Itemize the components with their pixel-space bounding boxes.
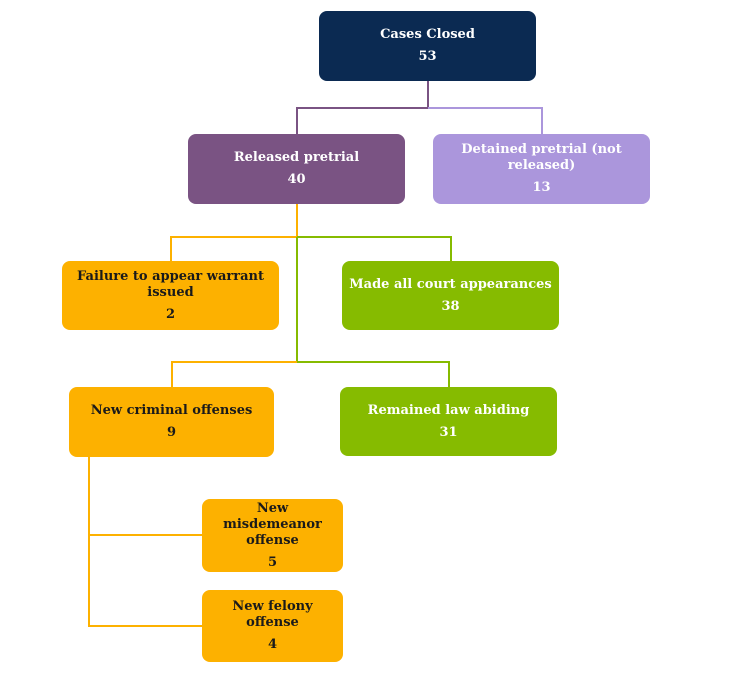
node-label: New criminal offenses xyxy=(90,403,253,418)
node-released-pretrial: Released pretrial 40 xyxy=(188,134,405,204)
node-value: 2 xyxy=(165,306,176,322)
node-label: Cases Closed xyxy=(380,27,475,42)
node-label: Remained law abiding xyxy=(367,402,530,418)
connector-released-to-lawabiding xyxy=(296,237,450,387)
node-cases-closed: Cases Closed 53 xyxy=(319,11,536,81)
node-failure-to-appear: Failure to appear warrant issued 2 xyxy=(62,261,279,330)
node-value: 5 xyxy=(267,554,278,570)
node-label: Made all court appearances xyxy=(349,276,552,292)
node-label: New misdemeanor offense xyxy=(223,500,322,548)
node-remained-law-abiding: Remained law abiding 31 xyxy=(340,387,557,456)
node-value: 40 xyxy=(287,172,306,187)
node-detained-pretrial: Detained pretrial (not released) 13 xyxy=(433,134,650,204)
connector-released-to-fta xyxy=(170,204,298,261)
node-made-court-appearances: Made all court appearances 38 xyxy=(342,261,559,330)
node-new-criminal-offenses: New criminal offenses 9 xyxy=(69,387,274,457)
connector-cases-to-detained xyxy=(428,107,543,134)
node-label: Detained pretrial (not released) xyxy=(461,142,622,173)
node-label: Failure to appear warrant issued xyxy=(77,268,264,300)
node-new-misdemeanor-offense: New misdemeanor offense 5 xyxy=(202,499,343,572)
node-value: 31 xyxy=(439,424,458,440)
node-value: 53 xyxy=(418,49,437,64)
connector-released-to-newcriminal xyxy=(171,361,297,387)
node-value: 4 xyxy=(267,637,278,652)
node-value: 13 xyxy=(532,180,551,195)
connector-newcriminal-to-misdemeanor xyxy=(88,457,202,536)
connector-released-to-appearances xyxy=(297,236,452,261)
connector-cases-to-released xyxy=(296,81,429,134)
node-value: 38 xyxy=(441,298,460,314)
connector-newcriminal-to-felony xyxy=(88,535,202,627)
node-label: Released pretrial xyxy=(233,150,360,165)
node-new-felony-offense: New felony offense 4 xyxy=(202,590,343,662)
node-value: 9 xyxy=(166,425,177,440)
node-label: New felony offense xyxy=(232,599,313,630)
